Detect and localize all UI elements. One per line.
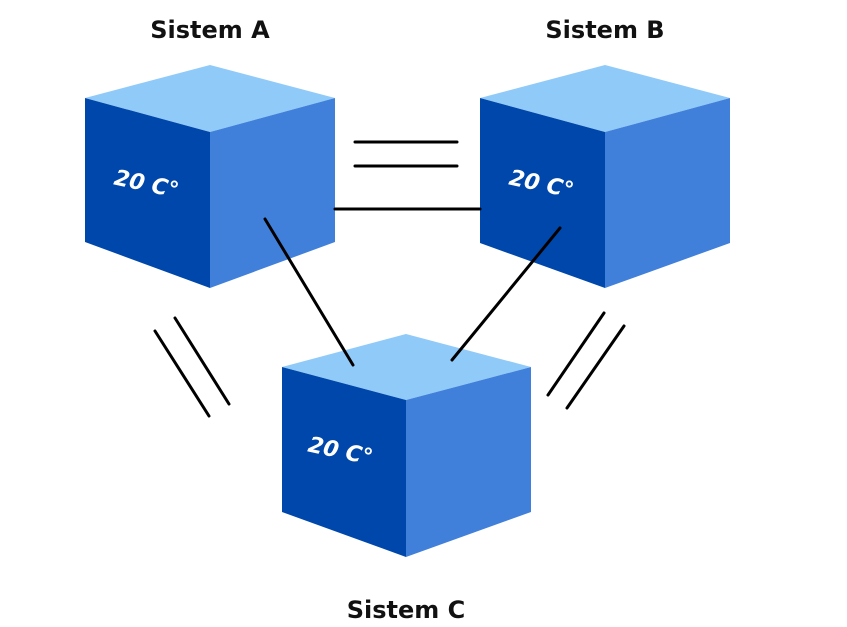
- connector-b-c: [450, 226, 562, 362]
- cube-b-front-face: [480, 98, 605, 288]
- cube-a-top-face: [85, 65, 335, 132]
- equals-sign-a-b: [353, 140, 459, 168]
- cube-sistem-c: 20 C°: [282, 334, 531, 557]
- cube-a-side-face: [210, 98, 335, 288]
- cube-b-side-face: [605, 98, 730, 288]
- title-sistem-b: Sistem B: [545, 16, 664, 44]
- title-sistem-c: Sistem C: [347, 596, 466, 624]
- title-sistem-a: Sistem A: [150, 16, 270, 44]
- cube-c-side-face: [406, 367, 531, 557]
- cube-sistem-a: 20 C°: [85, 65, 335, 288]
- cube-a-front-face: [85, 98, 210, 288]
- equals-sign-a-c: [153, 316, 231, 418]
- cube-sistem-b: 20 C°: [480, 65, 730, 288]
- connector-a-c: [263, 217, 355, 367]
- equals-sign-b-c: [546, 311, 626, 410]
- cube-b-top-face: [480, 65, 730, 132]
- cube-c-front-face: [282, 367, 406, 557]
